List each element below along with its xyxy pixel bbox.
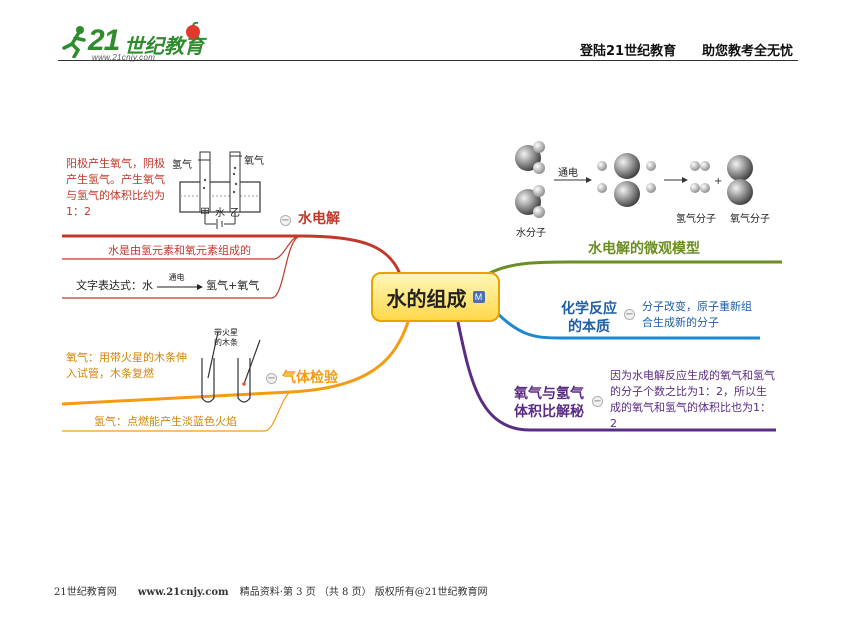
header-slogan-right: 助您教考全无忧 <box>702 44 794 59</box>
topic-ratio[interactable]: 氧气与氢气 体积比解秘 <box>507 385 591 421</box>
label-tube-right: 乙 <box>230 208 240 219</box>
central-topic[interactable]: 水的组成 M <box>371 272 500 322</box>
reaction-arrow-icon <box>156 284 203 290</box>
label-hydrogen: 氢气 <box>172 160 192 171</box>
word-equation-condition: 通电 <box>168 273 185 282</box>
footer-url[interactable]: www.21cnjy.com <box>137 587 229 598</box>
header-divider <box>58 60 798 61</box>
apple-logo-icon <box>186 22 200 39</box>
branch-essence <box>494 310 760 340</box>
topic-ratio-line1: 氧气与氢气 <box>514 386 584 402</box>
site-logo[interactable]: 21 世纪教育 www.21cnjy.com <box>58 22 208 62</box>
collapse-gas-test-icon[interactable]: − <box>266 373 277 384</box>
logo-number: 21 <box>88 24 120 57</box>
note-essence: 分子改变，原子重新组合生成新的分子 <box>642 300 752 329</box>
label-tube-left: 甲 <box>200 208 210 219</box>
logo-url: www.21cnjy.com <box>92 53 156 62</box>
footer: 21世纪教育网 www.21cnjy.com 精品资料·第 3 页 （共 8 页… <box>54 583 488 598</box>
label-oxygen: 氧气 <box>244 156 264 167</box>
label-oxygen-molecule: 氧气分子 <box>730 214 770 225</box>
collapse-electrolysis-icon[interactable]: − <box>280 215 291 226</box>
word-equation: 文字表达式：水 通电 氢气+氧气 <box>76 273 260 294</box>
note-ratio: 因为水电解反应生成的氧气和氢气的分子个数之比为1：2，所以生成的氧气和氢气的体积… <box>610 369 775 430</box>
electrolysis-apparatus-drawing <box>179 151 261 229</box>
topic-essence-line2: 的本质 <box>568 319 610 335</box>
footer-site: 21世纪教育网 <box>54 587 117 598</box>
svg-text:+: + <box>714 176 722 187</box>
subbranch-gas-test-hydrogen <box>62 391 291 432</box>
note-hydrogen-test: 氢气：点燃能产生淡蓝色火焰 <box>94 415 237 428</box>
branch-micro-model <box>487 260 782 276</box>
electrolysis-apparatus: 氢气 氧气 甲 水 乙 <box>170 146 270 230</box>
test-tubes-icon <box>201 331 261 403</box>
subbranch-electrolysis-1 <box>62 235 301 260</box>
footer-page-info: 精品资料·第 3 页 （共 8 页） 版权所有@21世纪教育网 <box>239 587 488 598</box>
label-splint: 带火星的木条 <box>214 328 238 347</box>
label-water: 水 <box>215 208 225 219</box>
label-arrow-electric: 通电 <box>558 168 578 179</box>
label-hydrogen-molecule: 氢气分子 <box>676 214 716 225</box>
word-equation-arrow: 通电 <box>156 273 203 292</box>
label-water-molecule: 水分子 <box>516 228 546 239</box>
molecule-model-drawing: + 通电 水分子 氢气分子 氧气分子 <box>508 136 780 240</box>
topic-essence-line1: 化学反应 <box>561 301 617 317</box>
topic-essence[interactable]: 化学反应 的本质 <box>554 300 624 336</box>
note-oxygen-test: 氧气：用带火星的木条伸入试管，木条复燃 <box>66 351 187 380</box>
collapse-ratio-icon[interactable]: − <box>592 396 603 407</box>
runner-logo-icon <box>62 26 86 58</box>
branch-gas-test <box>61 321 410 406</box>
branch-ratio <box>456 321 776 432</box>
central-topic-label: 水的组成 <box>386 286 467 311</box>
topic-ratio-line2: 体积比解秘 <box>514 404 584 420</box>
collapse-essence-icon[interactable]: − <box>624 309 635 320</box>
word-equation-prefix: 文字表达式：水 <box>76 279 153 292</box>
water-electrolysis-model-icon: + <box>515 141 753 218</box>
note-composition: 水是由氢元素和氧元素组成的 <box>108 244 251 257</box>
subbranch-electrolysis-2 <box>62 235 301 299</box>
note-anode: 阳极产生氧气，阴极产生氢气。产生氧气与氢气的体积比约为1：2 <box>66 157 165 218</box>
word-equation-products: 氢气+氧气 <box>206 279 260 292</box>
branch-electrolysis <box>62 234 402 275</box>
map-badge-icon: M <box>472 291 485 303</box>
test-tube-drawing: 带火星的木条 <box>194 328 270 406</box>
topic-electrolysis[interactable]: 水电解 <box>298 211 340 227</box>
header-slogan-left: 登陆21世纪教育 <box>580 44 677 59</box>
topic-gas-test[interactable]: 气体检验 <box>282 370 338 386</box>
topic-micro-model[interactable]: 水电解的微观模型 <box>588 241 700 257</box>
